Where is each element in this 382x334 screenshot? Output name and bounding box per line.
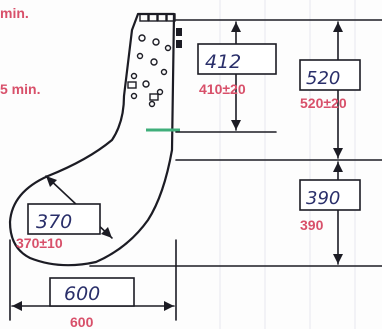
dimension-right-total-handwritten: 520 [306,68,340,89]
note-top: min. [0,5,29,21]
brick-pattern [127,13,176,108]
reference-lines [9,19,382,321]
note-middle: 5 min. [0,81,40,97]
vessel-outline [8,12,176,267]
dimension-top: 412 410±20 [197,21,277,131]
dimension-top-spec: 410±20 [199,81,246,97]
dimension-right-total: 520 520±20 [299,21,361,159]
dimension-throat-spec: 370±10 [16,235,63,251]
dimension-right-lower: 390 390 [299,161,361,265]
dimension-right-total-spec: 520±20 [300,95,347,111]
dimension-width-spec: 600 [70,314,94,329]
marker-block [176,40,182,48]
dimension-throat: 370 370±10 [16,175,113,251]
dimension-right-lower-spec: 390 [300,217,324,233]
marker-block [176,28,182,36]
dimension-width: 600 600 [11,277,175,330]
dimension-width-handwritten: 600 [64,283,100,305]
dimension-throat-handwritten: 370 [36,211,72,233]
dimension-right-lower-handwritten: 390 [306,188,340,209]
dimension-top-handwritten: 412 [205,51,241,73]
